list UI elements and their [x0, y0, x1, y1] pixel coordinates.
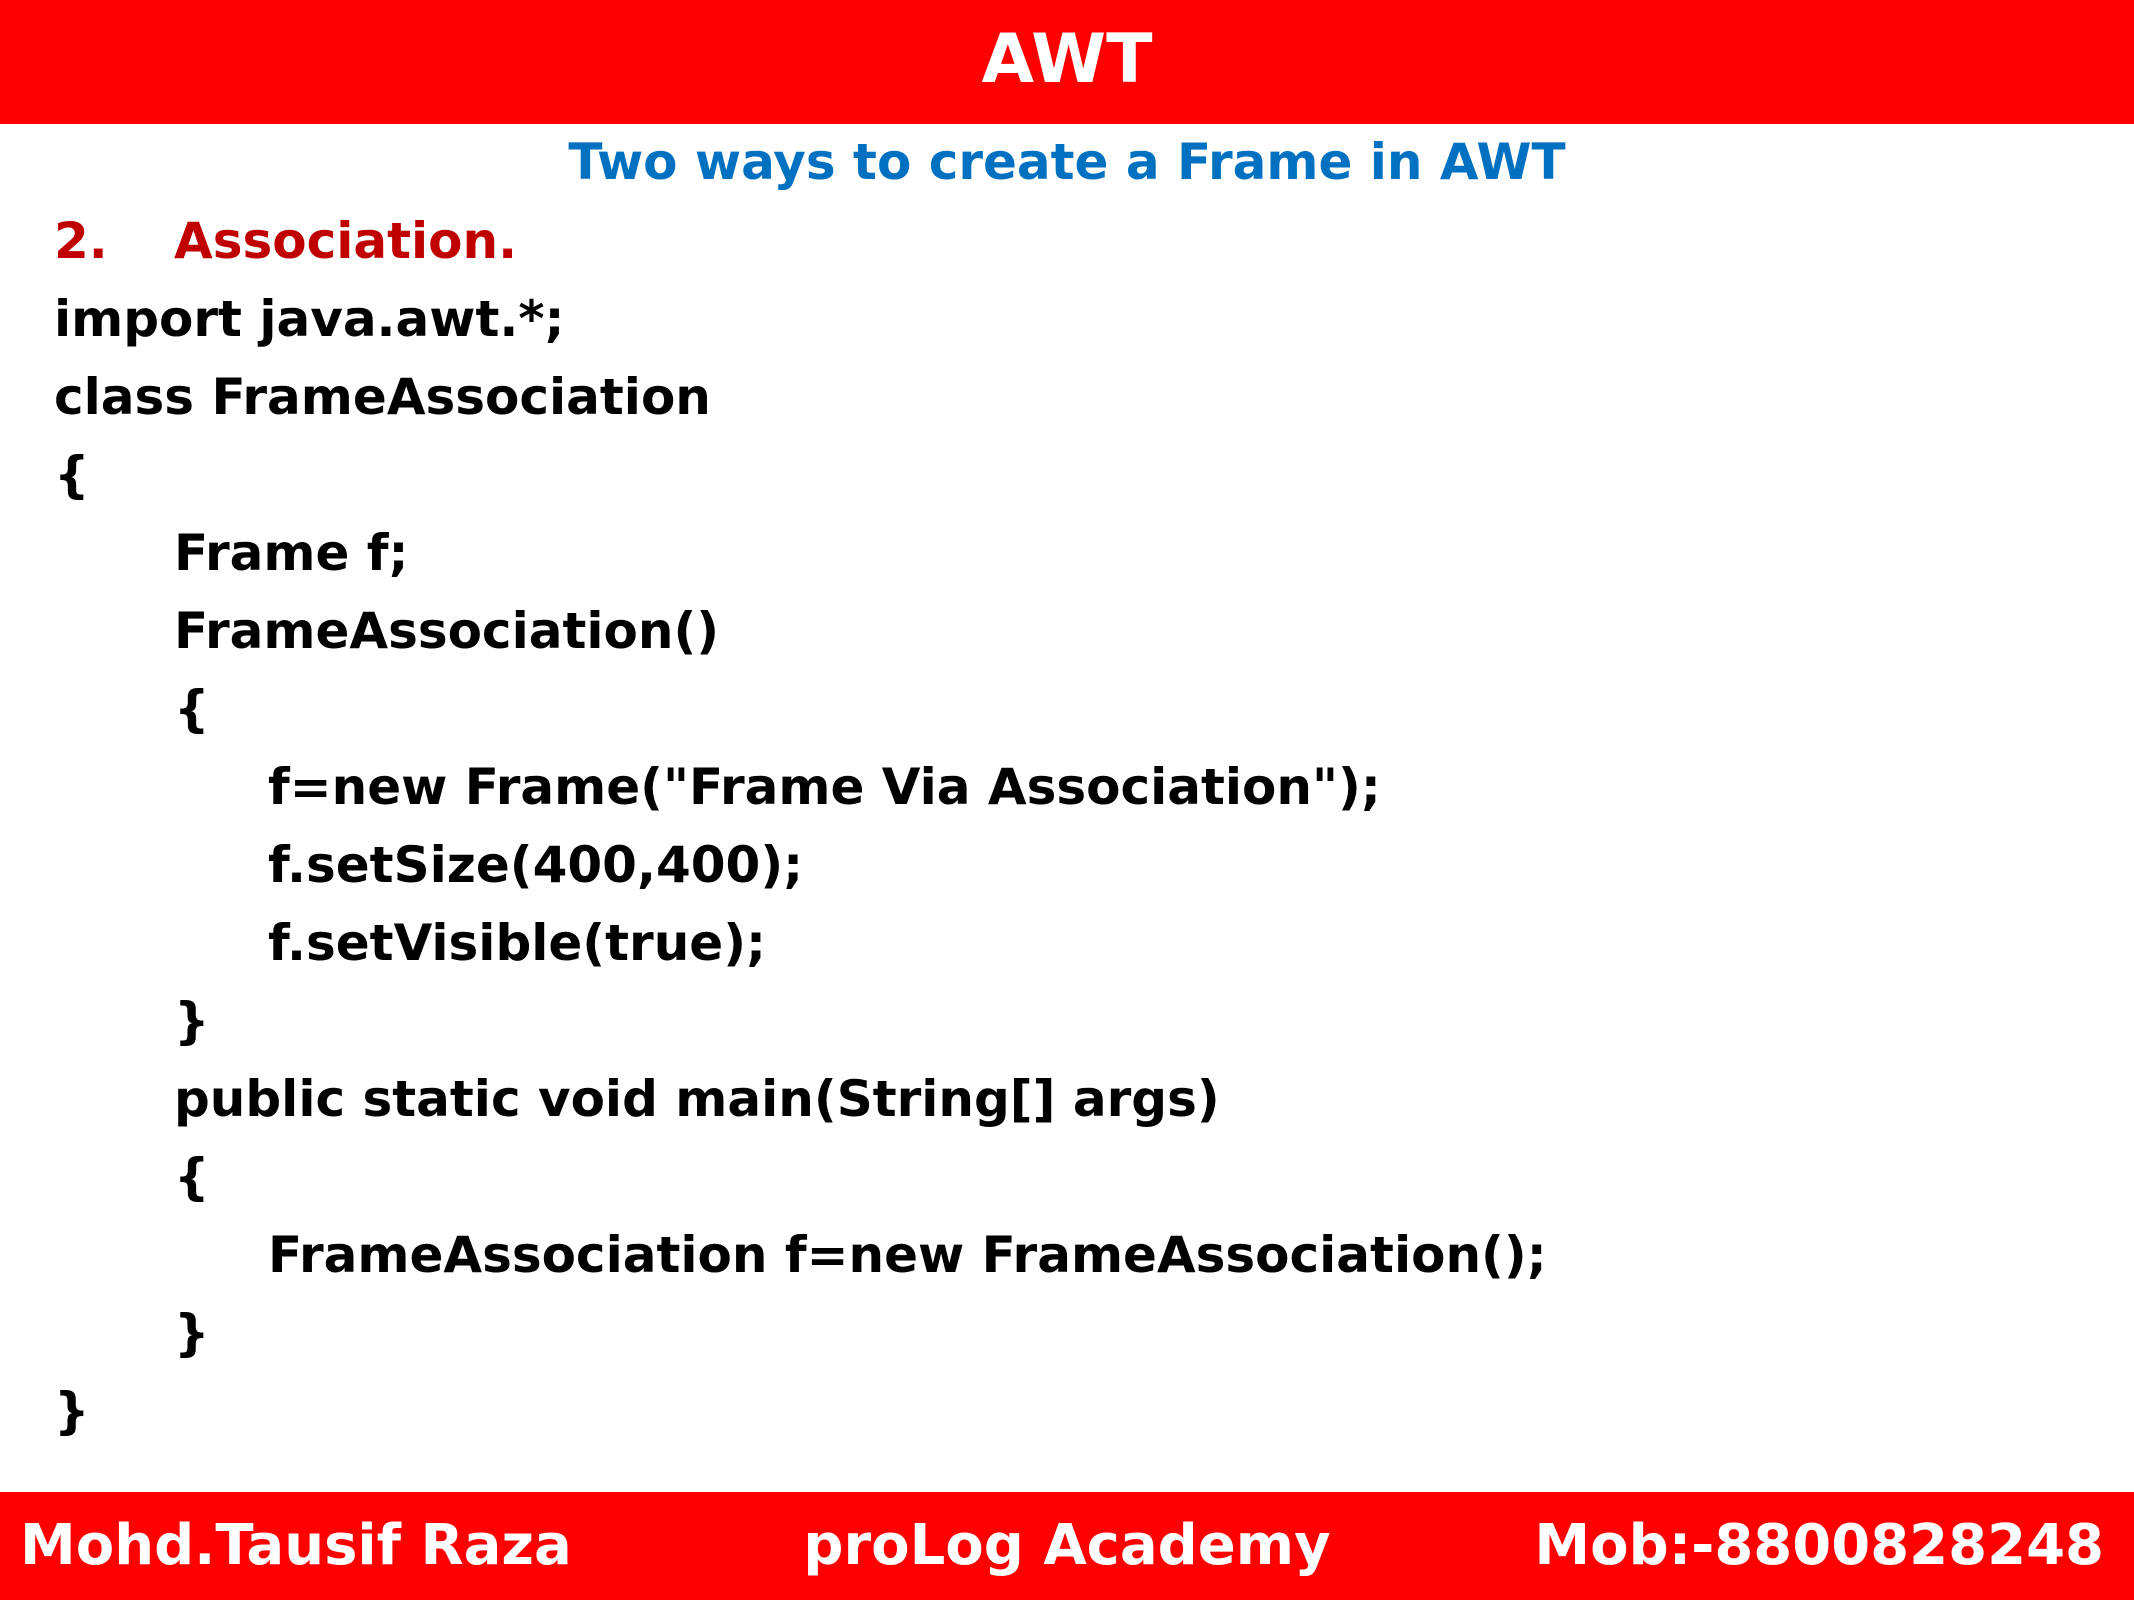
code-line: FrameAssociation f=new FrameAssociation(…	[268, 1226, 1547, 1284]
code-line: f.setSize(400,400);	[268, 836, 804, 894]
code-line: FrameAssociation()	[174, 602, 720, 660]
code-line: import java.awt.*;	[54, 290, 565, 348]
slide-subtitle: Two ways to create a Frame in AWT	[568, 133, 1566, 191]
slide-body: 2. Association. import java.awt.*; class …	[54, 202, 2074, 1450]
code-line: }	[174, 1304, 210, 1362]
footer-bar: proLog Academy Mohd.Tausif Raza Mob:-880…	[0, 1492, 2134, 1600]
footer-mobile: Mob:-8800828248	[1534, 1513, 2104, 1578]
code-line: }	[54, 1382, 90, 1440]
code-line: class FrameAssociation	[54, 368, 711, 426]
code-line: f.setVisible(true);	[268, 914, 767, 972]
footer-author: Mohd.Tausif Raza	[20, 1513, 572, 1578]
code-line: public static void main(String[] args)	[174, 1070, 1220, 1128]
code-line: {	[54, 446, 90, 504]
code-line: }	[174, 992, 210, 1050]
header-bar: AWT	[0, 0, 2134, 124]
code-line: {	[174, 680, 210, 738]
code-line: f=new Frame("Frame Via Association");	[268, 758, 1381, 816]
code-line: Frame f;	[174, 524, 409, 582]
section-heading: 2. Association.	[54, 202, 2074, 280]
section-label: Association.	[174, 212, 518, 270]
footer-academy: proLog Academy	[803, 1513, 1331, 1578]
section-number: 2.	[54, 212, 108, 270]
slide-title: AWT	[981, 20, 1153, 99]
code-line: {	[174, 1148, 210, 1206]
